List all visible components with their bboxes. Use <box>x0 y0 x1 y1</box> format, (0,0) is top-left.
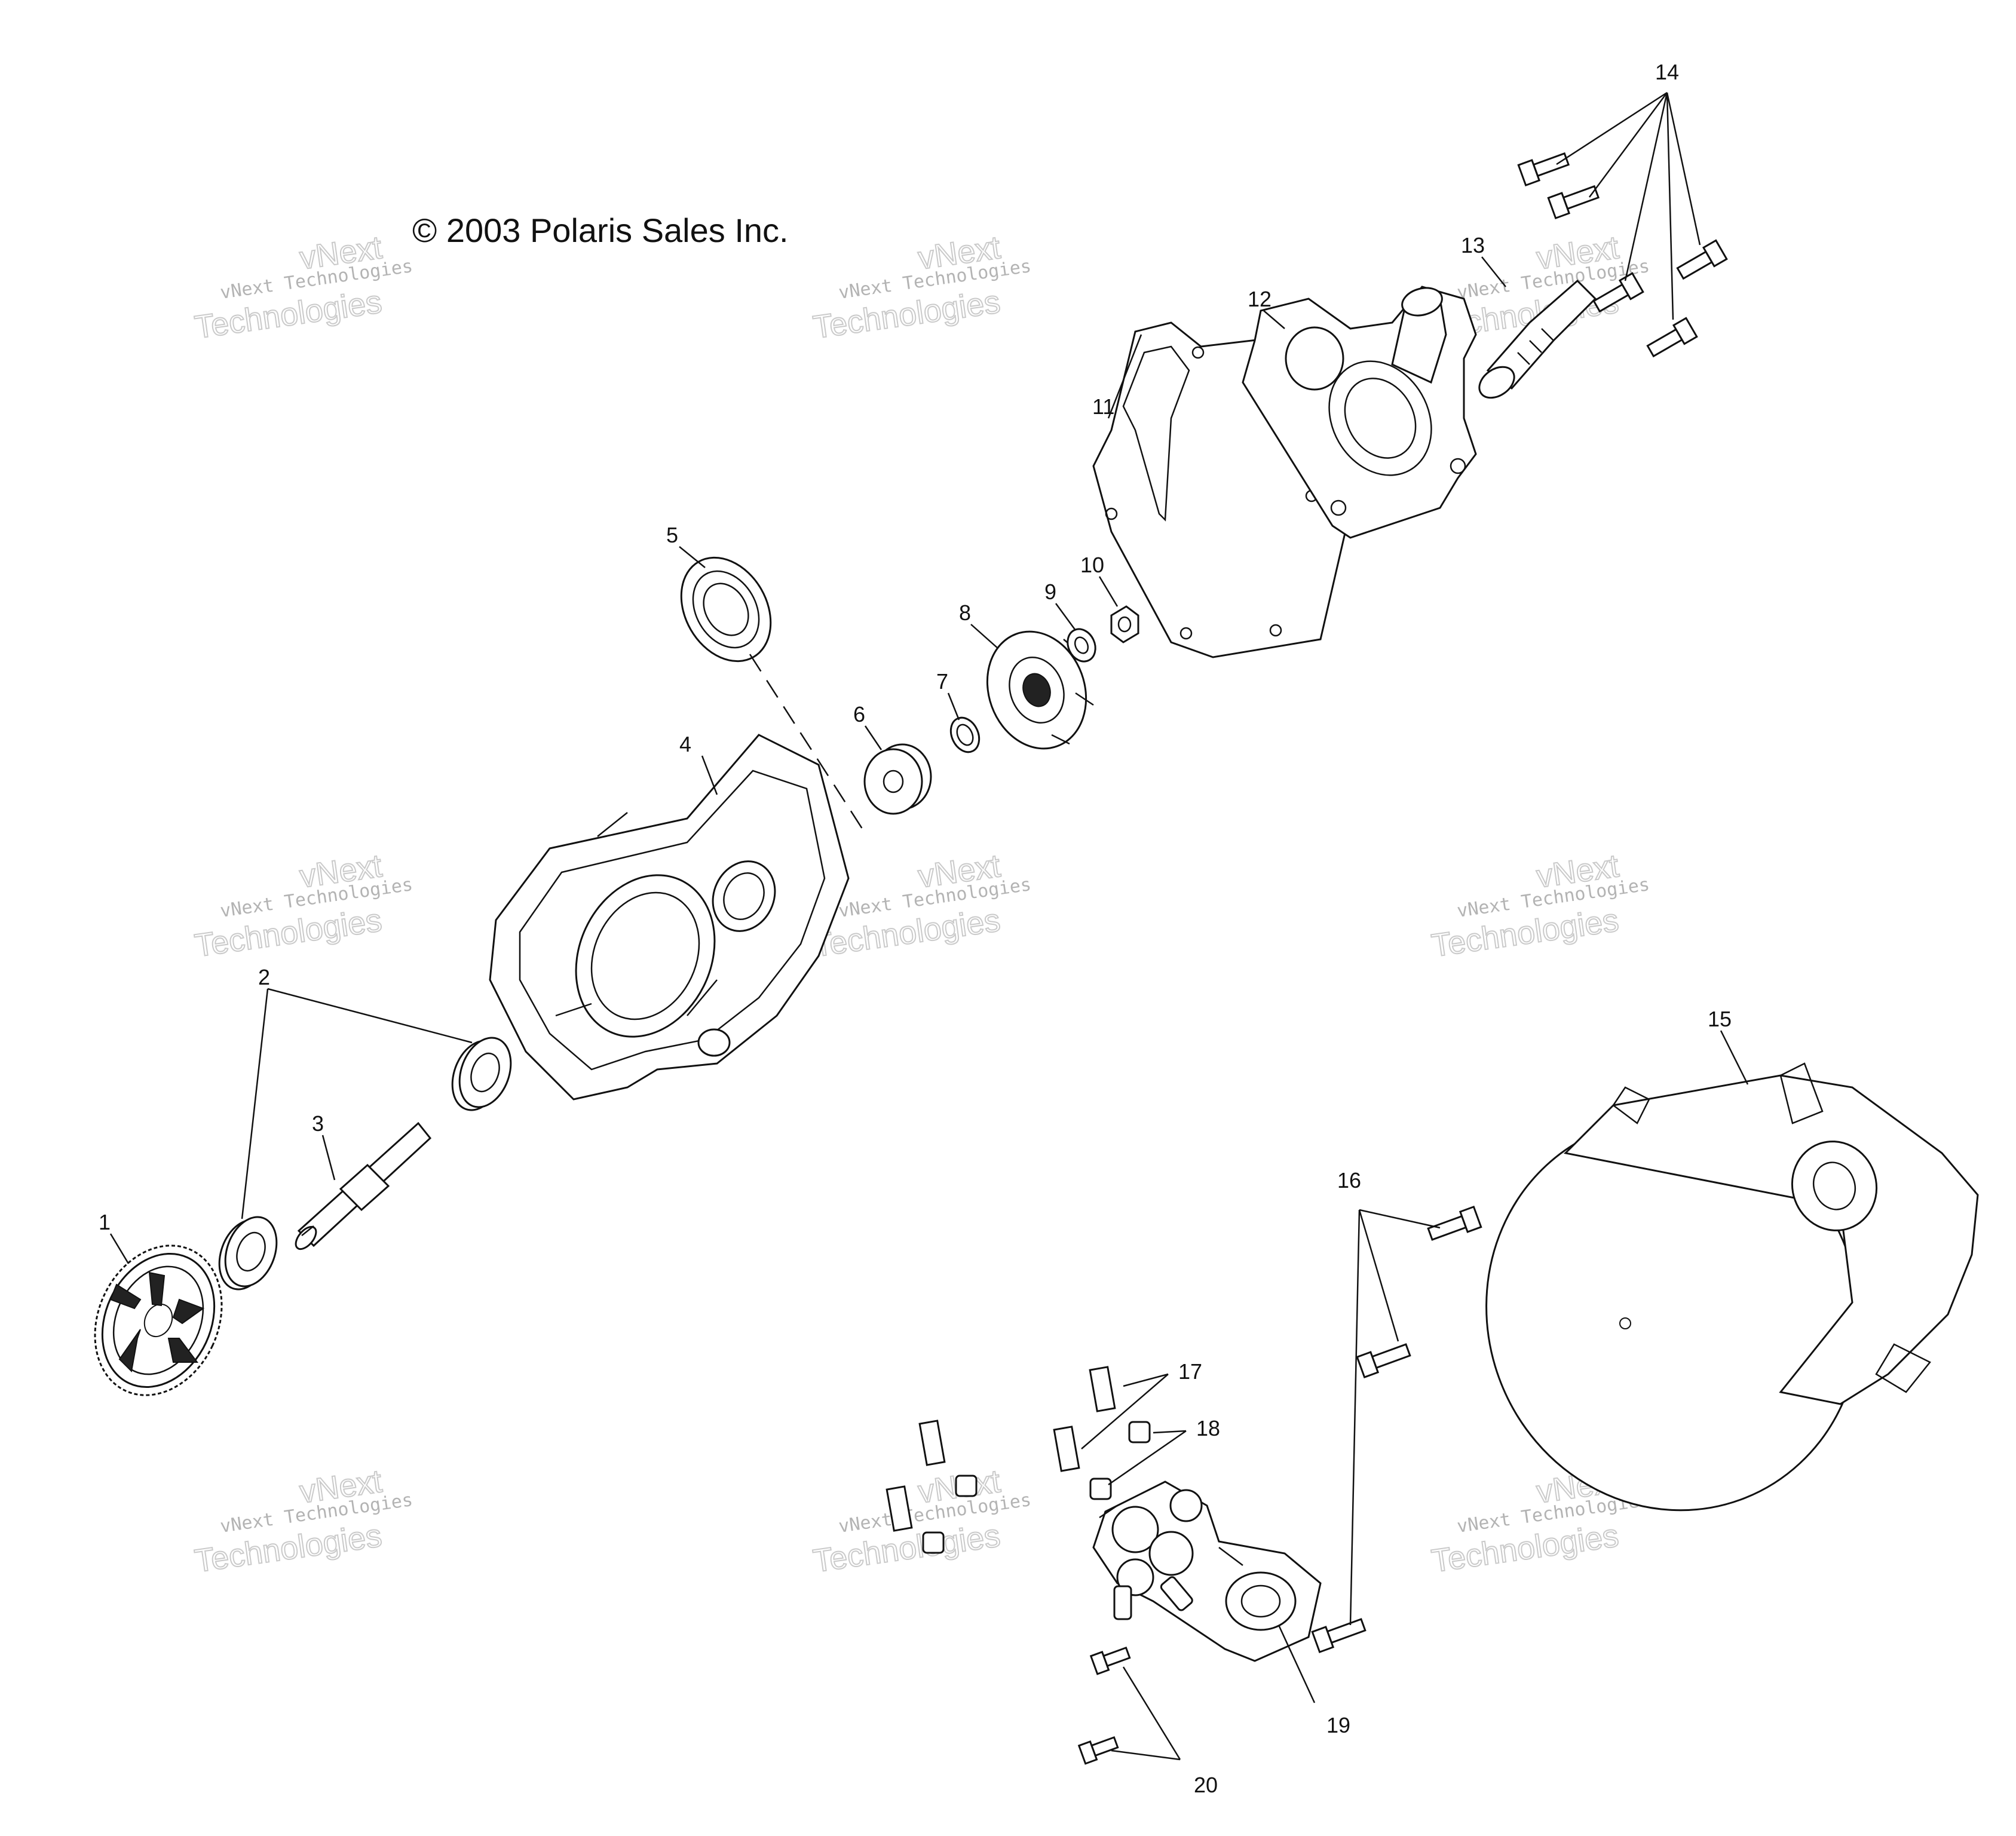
watermark-tc: vNext vNext Technologies Technologies <box>810 229 1032 346</box>
callout-19: 19 <box>1326 1713 1350 1737</box>
leader-lines <box>109 91 1749 1761</box>
part-19-oil-pump <box>1092 1481 1322 1662</box>
callout-10: 10 <box>1080 553 1104 577</box>
part-15-cover <box>1485 1062 1979 1512</box>
watermark-bc: vNext vNext Technologies Technologies <box>810 1463 1032 1580</box>
watermark-tl: vNext vNext Technologies Technologies <box>192 229 414 346</box>
part-8-impeller <box>986 630 1094 750</box>
callout-2: 2 <box>258 965 270 989</box>
part-20-bolts <box>1077 1646 1131 1765</box>
callout-16: 16 <box>1337 1168 1361 1193</box>
callout-3: 3 <box>312 1111 324 1136</box>
callout-9: 9 <box>1044 580 1056 604</box>
callout-1: 1 <box>99 1210 111 1234</box>
part-9-washer <box>1067 628 1096 663</box>
part-2-bearing-lower <box>218 1216 278 1291</box>
part-10-nut <box>1110 605 1139 643</box>
watermark-mr: vNext vNext Technologies Technologies <box>1429 847 1651 964</box>
part-13-elbow <box>1478 279 1597 399</box>
callout-12: 12 <box>1248 287 1272 311</box>
callout-7: 7 <box>936 669 948 694</box>
part-5-seal <box>680 556 772 663</box>
part-7-washer <box>949 716 981 753</box>
callout-17: 17 <box>1178 1359 1202 1384</box>
callout-14: 14 <box>1655 60 1679 84</box>
callout-11: 11 <box>1092 394 1114 419</box>
part-16-bolts <box>1311 1205 1482 1654</box>
part-5-dashed-guide <box>749 654 865 831</box>
callout-15: 15 <box>1708 1007 1732 1031</box>
part-4-housing <box>489 734 850 1101</box>
callout-4: 4 <box>679 732 691 756</box>
callout-6: 6 <box>853 702 865 727</box>
part-12-cover <box>1242 286 1477 539</box>
callout-8: 8 <box>959 600 971 625</box>
part-2-bearing-upper <box>451 1037 512 1111</box>
copyright-text: © 2003 Polaris Sales Inc. <box>412 212 789 249</box>
part-3-shaft <box>295 1121 432 1250</box>
watermark-ml: vNext vNext Technologies Technologies <box>192 847 414 964</box>
watermark-bl: vNext vNext Technologies Technologies <box>192 1463 414 1580</box>
callout-13: 13 <box>1461 233 1485 258</box>
callout-20: 20 <box>1194 1773 1218 1797</box>
part-17-dowels <box>886 1366 1116 1532</box>
part-1-gear <box>94 1245 223 1396</box>
part-14-bolts <box>1517 152 1728 358</box>
part-18-sleeves <box>922 1421 1151 1554</box>
callout-18: 18 <box>1196 1416 1220 1440</box>
callout-labels: 1 2 3 4 5 6 7 8 9 10 11 12 13 14 15 16 1… <box>99 60 1732 1797</box>
callout-5: 5 <box>666 523 678 547</box>
part-6-spacer <box>863 743 932 815</box>
